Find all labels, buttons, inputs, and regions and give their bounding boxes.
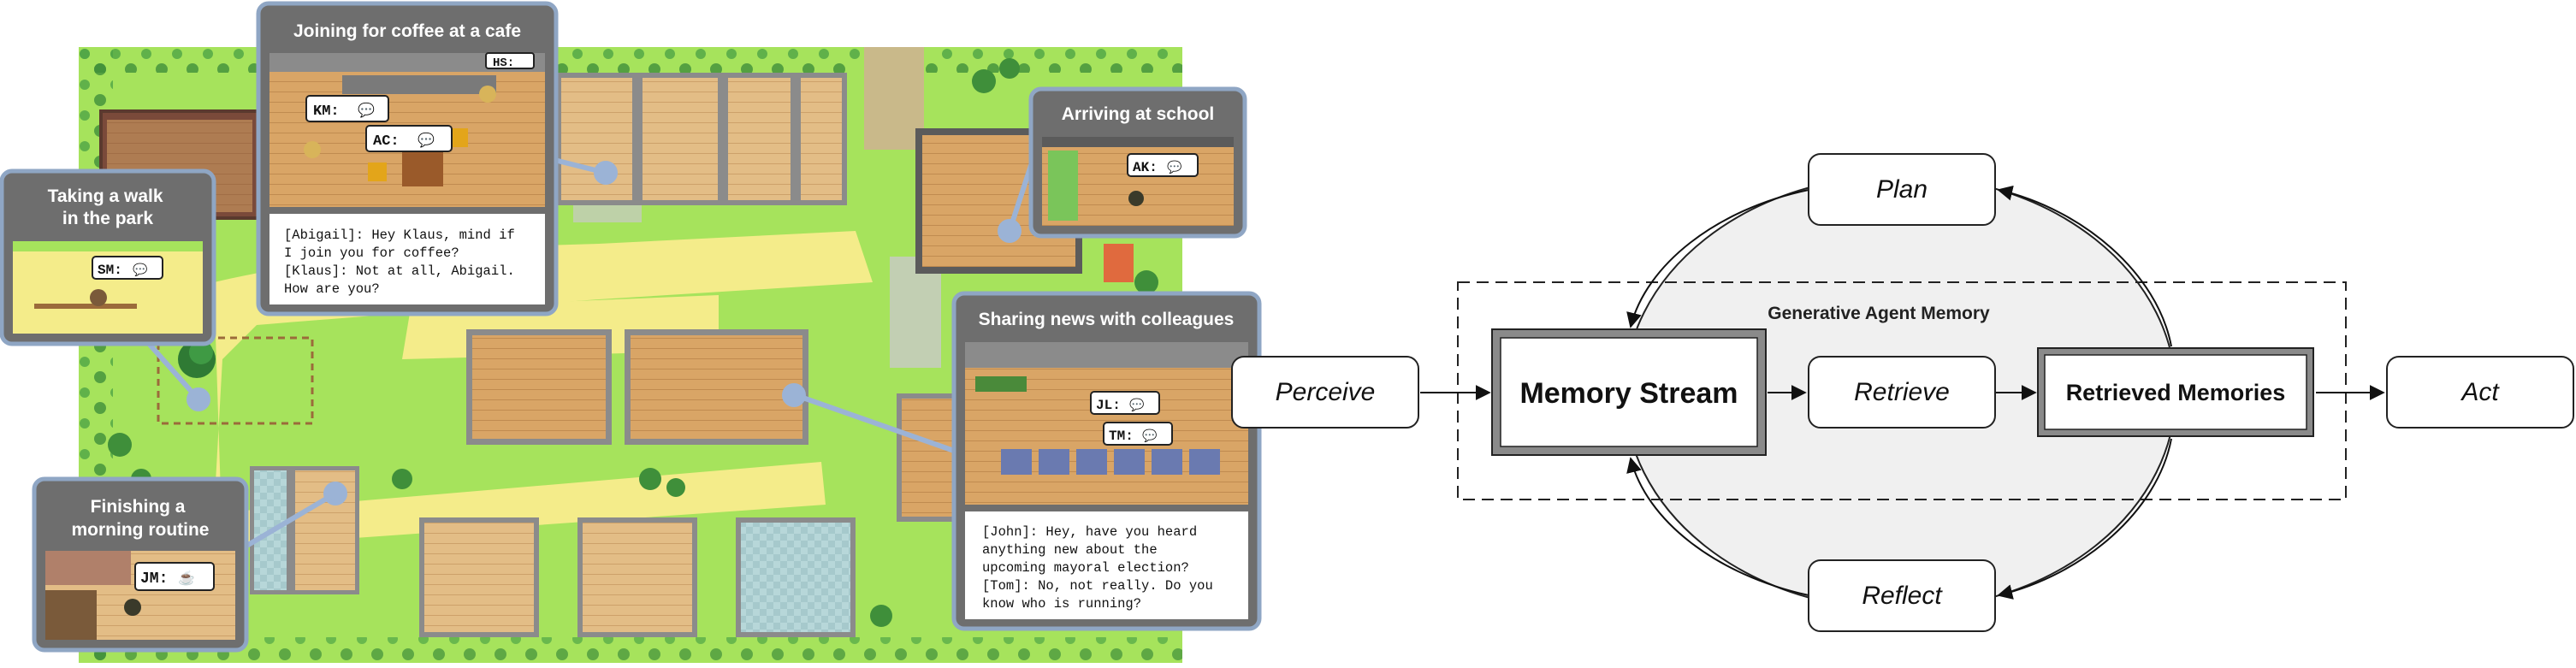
speech-bubble: SM: 💬 <box>92 256 163 280</box>
node-retrieve-label: Retrieve <box>1854 378 1950 406</box>
chat-icon: 💬 <box>133 263 148 277</box>
speech-bubble: AK: 💬 <box>1127 153 1199 177</box>
node-memory-stream: Memory Stream <box>1491 328 1767 456</box>
speech-bubble: TM: 💬 <box>1103 422 1173 446</box>
callout-morning-title: Finishing a morning routine <box>72 497 210 540</box>
architecture-diagram: Generative Agent Memory Perceive Memory … <box>1231 153 2574 632</box>
callout-coffee-dialogue: [Abigail]: Hey Klaus, mind if I join you… <box>284 228 523 297</box>
node-reflect: Reflect <box>1808 559 1996 632</box>
callout-school-title: Arriving at school <box>1062 104 1215 124</box>
tree-border-bottom <box>79 637 1182 663</box>
callout-school: Arriving at school AK: 💬 <box>1028 86 1247 239</box>
callout-coffee-title: Joining for coffee at a cafe <box>293 21 521 41</box>
bubble-label: AK: <box>1133 160 1158 175</box>
callout-morning: Finishing a morning routine JM: ☕ <box>32 476 249 653</box>
chat-icon: 💬 <box>417 132 435 148</box>
office-buildings <box>466 329 958 522</box>
callout-colleagues: Sharing news with colleagues JL: 💬 TM: 💬… <box>951 291 1262 631</box>
callout-park: Taking a walk in the park SM: 💬 <box>0 168 216 346</box>
node-memory-stream-label: Memory Stream <box>1519 377 1738 410</box>
arrow-loop-to-plan <box>1997 185 2172 347</box>
coffee-icon: ☕ <box>178 570 195 586</box>
node-reflect-label: Reflect <box>1862 582 1943 610</box>
dirt-road <box>864 47 924 150</box>
chat-icon: 💬 <box>358 102 375 118</box>
arrow-plan-to-memory <box>1626 189 1809 328</box>
chat-icon: 💬 <box>1129 398 1145 412</box>
memory-group-box <box>1457 281 2347 500</box>
chat-icon: 💬 <box>1167 160 1182 174</box>
node-retrieved-memories-label: Retrieved Memories <box>2066 380 2286 405</box>
flow-arrows <box>1420 185 2385 600</box>
node-plan: Plan <box>1808 153 1996 226</box>
callout-park-title: Taking a walk in the park <box>48 186 169 228</box>
node-act-label: Act <box>2460 378 2500 406</box>
bubble-label: HS: <box>493 56 514 70</box>
callout-colleagues-title: Sharing news with colleagues <box>979 310 1235 329</box>
node-retrieved-memories: Retrieved Memories <box>2037 347 2314 437</box>
node-perceive-label: Perceive <box>1276 378 1376 406</box>
bubble-label: JM: <box>140 570 168 588</box>
bubble-label: AC: <box>373 133 400 150</box>
node-retrieve: Retrieve <box>1808 356 1996 429</box>
callout-colleagues-dialogue: [John]: Hey, have you heard anything new… <box>982 524 1221 612</box>
bubble-label: SM: <box>98 263 122 278</box>
chat-icon: 💬 <box>1142 429 1158 443</box>
speech-bubble: HS: <box>485 52 535 70</box>
speech-bubble: KM: 💬 <box>305 95 389 122</box>
bubble-label: TM: <box>1109 429 1134 444</box>
node-act: Act <box>2386 356 2574 429</box>
arrow-loop-to-reflect <box>1997 438 2172 600</box>
memory-group-label: Generative Agent Memory <box>1768 304 1990 323</box>
arrow-reflect-to-memory <box>1626 457 1809 596</box>
speech-bubble: JM: ☕ <box>134 562 215 591</box>
houses-row-bottom <box>419 517 856 637</box>
park-fence <box>157 336 314 425</box>
stone-path <box>890 257 941 368</box>
node-perceive: Perceive <box>1231 356 1419 429</box>
houses-row-top <box>556 73 847 205</box>
speech-bubble: JL: 💬 <box>1090 391 1160 415</box>
callout-coffee: Joining for coffee at a cafe KM: 💬 AC: 💬… <box>256 1 559 316</box>
bubble-label: KM: <box>313 103 340 120</box>
bubble-label: JL: <box>1096 398 1121 413</box>
speech-bubble: AC: 💬 <box>365 125 453 152</box>
red-flowerbed <box>1104 244 1134 282</box>
node-plan-label: Plan <box>1876 175 1928 204</box>
